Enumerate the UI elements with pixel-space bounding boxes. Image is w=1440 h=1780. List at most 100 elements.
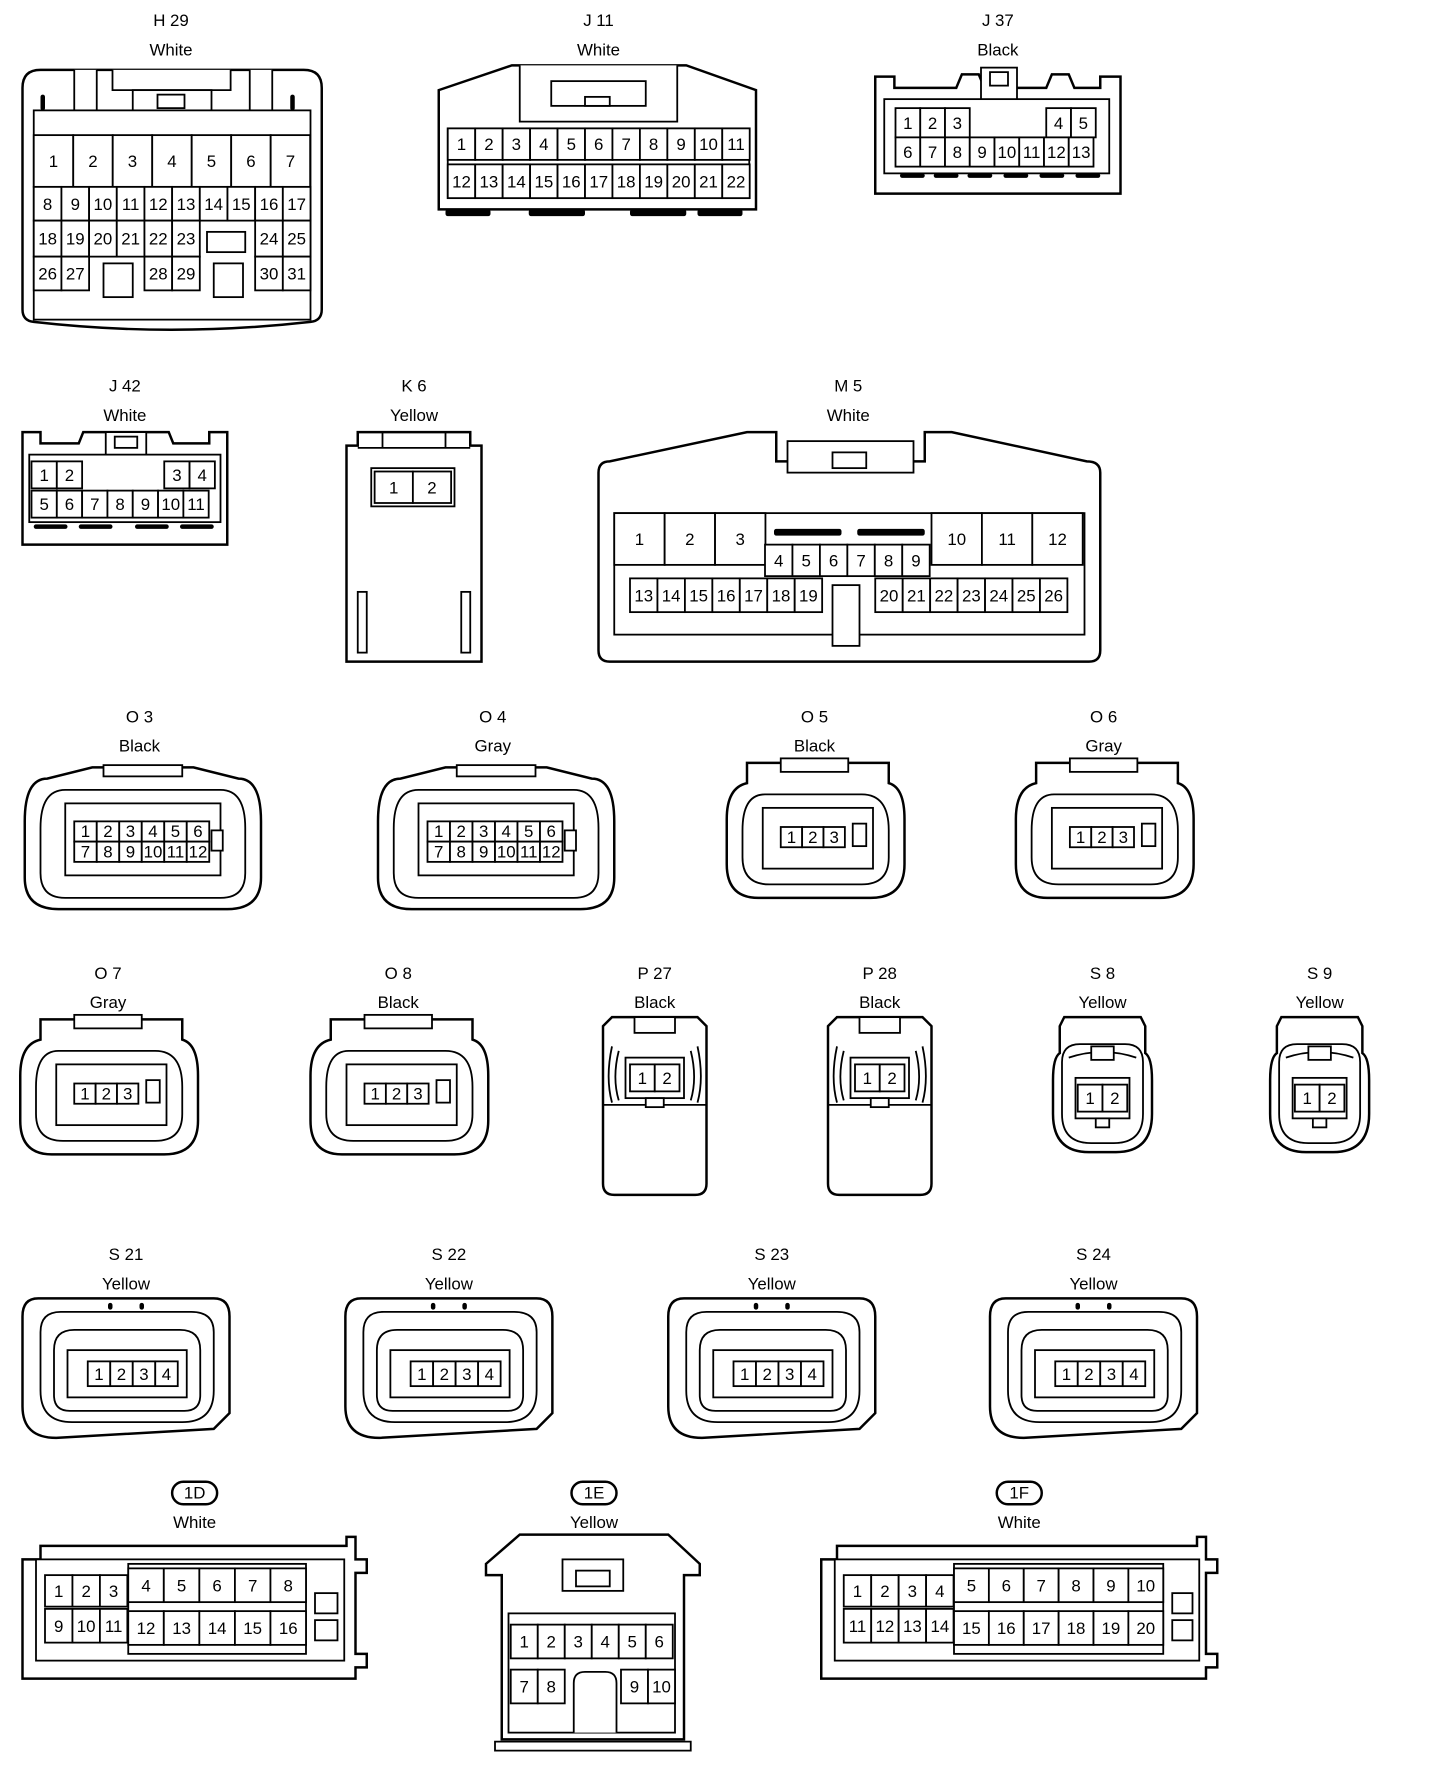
pin-number: 15 xyxy=(534,172,553,191)
pin-number: 12 xyxy=(149,195,168,214)
pin-number: 1 xyxy=(863,1069,872,1088)
pin-number: 18 xyxy=(1067,1619,1086,1638)
pin-number: 15 xyxy=(962,1619,981,1638)
pin-number: 11 xyxy=(167,842,185,861)
pin-number: 6 xyxy=(1002,1576,1011,1595)
pin-number: 30 xyxy=(260,265,279,284)
pin-number: 6 xyxy=(212,1576,221,1595)
pin-number: 13 xyxy=(634,586,653,605)
pin-number: 3 xyxy=(139,1365,148,1384)
pin-number: 1 xyxy=(520,1633,529,1652)
pin-number: 9 xyxy=(911,551,920,570)
pin-number: 1 xyxy=(1303,1089,1312,1108)
pin-number: 1 xyxy=(740,1365,749,1384)
pin-number: 11 xyxy=(520,842,538,861)
pin-number: 5 xyxy=(39,495,48,514)
pin-number: 16 xyxy=(997,1619,1016,1638)
pin-number: 7 xyxy=(928,143,937,162)
pin-number: 7 xyxy=(248,1576,257,1595)
pin-number: 9 xyxy=(54,1617,63,1636)
pin-number: 2 xyxy=(1097,828,1106,847)
pin-number: 3 xyxy=(1119,828,1128,847)
connector-code: K 6 xyxy=(401,377,426,396)
pin-number: 1 xyxy=(389,478,398,497)
pin-number: 13 xyxy=(1072,143,1091,162)
connector-code: J 11 xyxy=(583,11,614,30)
pin-number: 7 xyxy=(434,842,443,861)
pin-number: 3 xyxy=(462,1365,471,1384)
pin-number: 4 xyxy=(1129,1365,1138,1384)
connector-code-badge xyxy=(170,1480,219,1506)
pin-number: 3 xyxy=(126,822,135,841)
pin-number: 14 xyxy=(507,172,526,191)
pin-number: 8 xyxy=(284,1576,293,1595)
pin-number: 17 xyxy=(287,195,306,214)
pin-number: 12 xyxy=(137,1619,156,1638)
pin-number: 18 xyxy=(772,586,791,605)
pin-number: 10 xyxy=(997,143,1016,162)
pin-number: 8 xyxy=(649,135,658,154)
pin-number: 4 xyxy=(539,135,548,154)
pin-number: 4 xyxy=(1054,114,1063,133)
pin-number: 3 xyxy=(128,152,137,171)
pin-number: 8 xyxy=(547,1678,556,1697)
pin-number: 11 xyxy=(727,135,745,154)
pin-number: 31 xyxy=(287,265,306,284)
pin-number: 10 xyxy=(947,530,966,549)
pin-number: 8 xyxy=(953,143,962,162)
pin-number: 1 xyxy=(787,828,796,847)
pin-number: 1 xyxy=(638,1069,647,1088)
connector-color: Black xyxy=(859,993,901,1012)
pin-number: 6 xyxy=(193,822,202,841)
pin-number: 22 xyxy=(934,586,953,605)
pin-number: 10 xyxy=(77,1617,96,1636)
pin-number: 24 xyxy=(260,230,279,249)
pin-number: 25 xyxy=(1017,586,1036,605)
connector-code: S 22 xyxy=(432,1245,467,1264)
pin-number: 15 xyxy=(232,195,251,214)
pin-number: 2 xyxy=(440,1365,449,1384)
connector-color: Black xyxy=(119,737,161,756)
pin-number: 8 xyxy=(43,195,52,214)
connector-code-badge xyxy=(995,1480,1043,1506)
connector-code: S 9 xyxy=(1307,964,1332,983)
pin-number: 11 xyxy=(122,195,140,214)
pin-number: 26 xyxy=(1044,586,1063,605)
connector-code: J 42 xyxy=(109,377,141,396)
pin-number: 2 xyxy=(1084,1365,1093,1384)
connector-color: Yellow xyxy=(748,1274,797,1293)
connector-color: White xyxy=(173,1513,216,1532)
pin-number: 2 xyxy=(103,822,112,841)
pin-number: 2 xyxy=(102,1084,111,1103)
pin-number: 3 xyxy=(172,466,181,485)
connector-color: White xyxy=(149,40,192,59)
pin-number: 10 xyxy=(699,135,718,154)
pin-number: 7 xyxy=(520,1678,529,1697)
pin-number: 2 xyxy=(808,828,817,847)
pin-number: 13 xyxy=(177,195,196,214)
connector-color: Yellow xyxy=(570,1513,619,1532)
pin-number: 2 xyxy=(1110,1089,1119,1108)
pin-number: 10 xyxy=(1136,1576,1155,1595)
pin-number: 1 xyxy=(80,1084,89,1103)
connector-color: Black xyxy=(634,993,676,1012)
pin-number: 2 xyxy=(392,1084,401,1103)
pin-number: 3 xyxy=(512,135,521,154)
pin-number: 3 xyxy=(1107,1365,1116,1384)
pin-number: 11 xyxy=(998,530,1016,549)
pin-number: 7 xyxy=(81,842,90,861)
pin-number: 16 xyxy=(717,586,736,605)
connector-color: Gray xyxy=(474,737,511,756)
connector-code: J 37 xyxy=(982,11,1014,30)
pin-number: 13 xyxy=(903,1617,922,1636)
pin-number: 1 xyxy=(1076,828,1085,847)
